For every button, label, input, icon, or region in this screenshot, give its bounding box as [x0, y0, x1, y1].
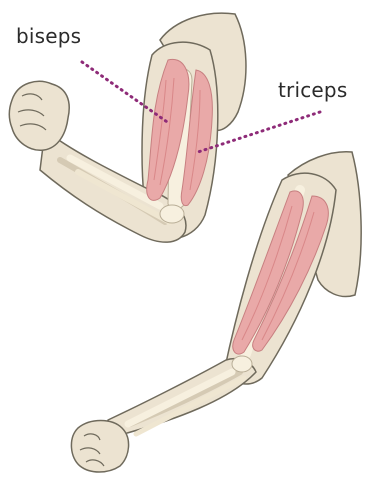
extended-arm-elbow-joint — [232, 356, 252, 372]
biceps-label: biseps — [16, 26, 81, 46]
extended-arm-fist — [71, 421, 128, 473]
triceps-label: triceps — [278, 80, 347, 100]
flexed-arm-fist — [9, 81, 69, 150]
flexed-arm-elbow-joint — [160, 205, 184, 223]
